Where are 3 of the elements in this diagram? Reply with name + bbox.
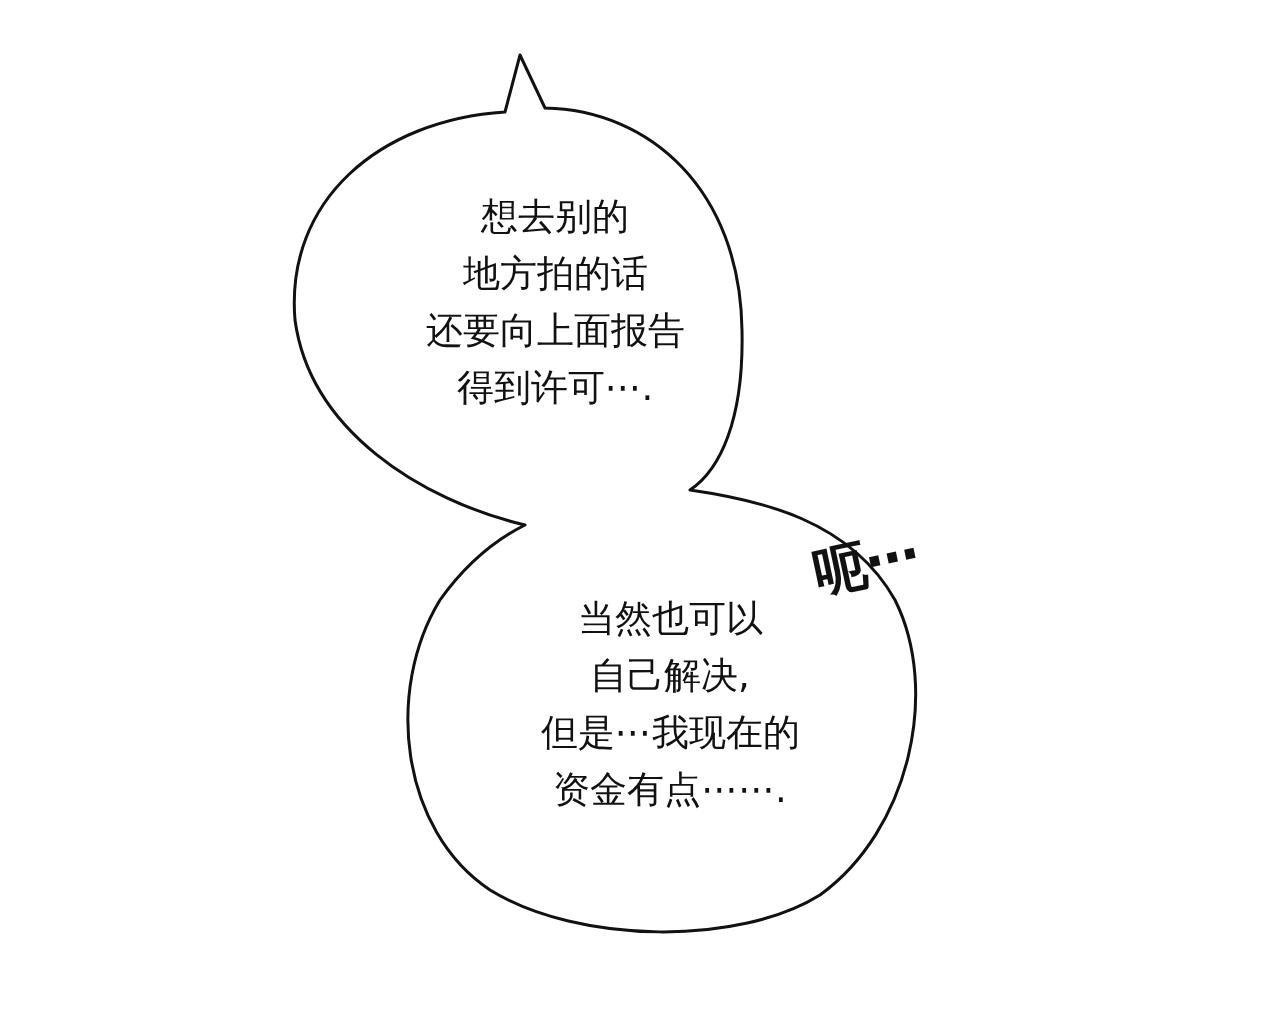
dialogue-text: 想去别的地方拍的话还要向上面报告得到许可⋯. [424, 194, 686, 411]
sound-effect-text: 呃⋯ [805, 520, 927, 608]
dialogue-text: 当然也可以自己解决,但是⋯我现在的资金有点⋯⋯. [539, 596, 801, 813]
